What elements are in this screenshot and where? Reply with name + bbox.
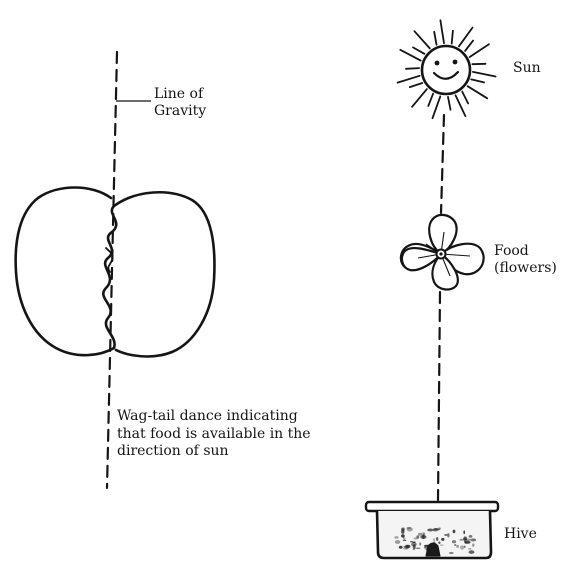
gravity-label-line-2: Gravity: [154, 103, 206, 120]
hive-speckle: [456, 545, 459, 548]
sun-ray: [470, 44, 489, 57]
sun-ray: [428, 94, 433, 106]
hive-speckle: [401, 534, 405, 537]
hive-speckle: [441, 538, 444, 541]
hive-speckle: [452, 540, 456, 543]
hive-speckle: [460, 539, 464, 541]
hive-speckle: [465, 542, 467, 544]
hive-icon: [366, 502, 498, 558]
sun-left-eye: [435, 61, 440, 66]
hive-speckle: [403, 540, 407, 541]
hive-speckle: [447, 533, 449, 537]
hive-label: Hive: [504, 526, 537, 543]
flower-icon: [401, 215, 484, 290]
hive-speckle: [468, 548, 472, 549]
hive-speckle: [449, 552, 454, 554]
sun-ray: [456, 95, 466, 116]
hive-speckle: [399, 546, 403, 549]
hive-speckle: [469, 550, 475, 554]
hive-speckle: [470, 538, 476, 541]
hive-speckle: [444, 534, 447, 535]
hive-lid: [366, 502, 498, 511]
gravity-label-line-1: Line of: [154, 86, 206, 103]
hive-speckle: [407, 527, 412, 528]
sun-ray: [468, 86, 488, 98]
hive-speckle: [436, 529, 440, 531]
dance-right-loop: [114, 192, 214, 356]
sun-ray: [462, 92, 468, 104]
hive-speckle: [416, 548, 421, 549]
sun-ray: [448, 97, 451, 110]
dance-caption-line-3: direction of sun: [117, 443, 311, 461]
sun-icon: [398, 20, 496, 118]
hive-speckle: [395, 540, 401, 544]
sun-ray: [412, 89, 427, 107]
sun-ray: [434, 32, 436, 45]
sun-ray: [471, 79, 484, 82]
sun-ray: [410, 83, 423, 87]
food-label-line-1: Food: [494, 243, 557, 260]
sun-ray: [440, 20, 444, 43]
hive-speckle: [465, 538, 471, 541]
hive-speckle: [416, 535, 419, 539]
hive-speckle: [472, 543, 474, 546]
dance-caption-line-1: Wag-tail dance indicating: [117, 408, 311, 426]
sun-label: Sun: [513, 60, 541, 77]
sun-ray: [452, 31, 453, 44]
sun-ray: [473, 72, 496, 77]
gravity-label: Line of Gravity: [154, 86, 206, 120]
dance-caption: Wag-tail dance indicating that food is a…: [117, 408, 311, 461]
food-to-hive-line: [438, 292, 440, 500]
sun-ray: [414, 31, 429, 48]
sun-right-eye: [453, 60, 458, 65]
hive-speckle: [420, 535, 426, 539]
hive-speckle: [438, 542, 440, 544]
hive-speckle: [469, 535, 473, 538]
sun-ray: [413, 47, 424, 53]
food-label: Food (flowers): [494, 243, 557, 277]
dance-left-loop: [16, 188, 114, 356]
waggle-dance-figure: [16, 188, 215, 357]
sun-disc: [422, 46, 470, 94]
sun-ray: [433, 96, 441, 118]
hive-speckle: [394, 536, 398, 539]
hive-speckle: [464, 536, 467, 538]
hive-speckle: [411, 542, 417, 546]
hive-speckle: [419, 542, 421, 545]
hive-speckle: [454, 544, 456, 546]
hive-speckle: [403, 537, 406, 539]
hive-speckle: [453, 530, 456, 534]
sun-ray: [398, 76, 420, 83]
hive-speckle: [401, 530, 404, 534]
food-label-line-2: (flowers): [494, 260, 557, 277]
sun-ray: [465, 41, 473, 51]
hive-speckle: [460, 545, 464, 549]
hive-speckle: [418, 533, 422, 536]
sun-ray: [400, 50, 420, 61]
hive-speckle: [410, 541, 413, 542]
hive-speckle: [427, 529, 433, 532]
hive-speckle: [463, 530, 465, 534]
hive-speckle: [404, 545, 408, 549]
sun-ray: [406, 68, 419, 69]
hive-speckle: [433, 538, 435, 541]
dance-caption-line-2: that food is available in the: [117, 426, 311, 444]
sun-to-food-line: [441, 115, 444, 213]
hive-speckle: [436, 537, 438, 541]
hive-speckle: [440, 545, 444, 546]
